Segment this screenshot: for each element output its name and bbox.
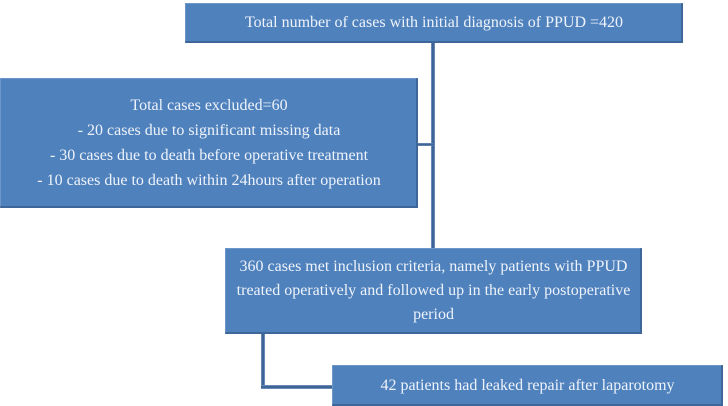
excluded-line-total: Total cases excluded=60 [130, 97, 288, 114]
node-excluded-cases: Total cases excluded=60 - 20 cases due t… [0, 78, 418, 208]
connector-excluded-branch [418, 143, 433, 146]
node-leaked-repair-label: 42 patients had leaked repair after lapa… [380, 376, 675, 394]
node-inclusion-criteria: 360 cases met inclusion criteria, namely… [225, 248, 642, 334]
connector-included-to-leaked-horizontal [261, 385, 332, 389]
connector-total-to-included [431, 43, 435, 248]
node-inclusion-criteria-label: 360 cases met inclusion criteria, namely… [236, 258, 631, 323]
node-total-cases-label: Total number of cases with initial diagn… [244, 14, 624, 31]
excluded-line-death-before: - 30 cases due to death before operative… [49, 147, 369, 164]
excluded-line-missing-data: - 20 cases due to significant missing da… [77, 122, 341, 139]
excluded-line-death-after: - 10 cases due to death within 24hours a… [37, 172, 381, 189]
connector-included-to-leaked-vertical [261, 334, 265, 389]
node-leaked-repair: 42 patients had leaked repair after lapa… [332, 365, 723, 406]
node-total-cases: Total number of cases with initial diagn… [185, 3, 683, 43]
